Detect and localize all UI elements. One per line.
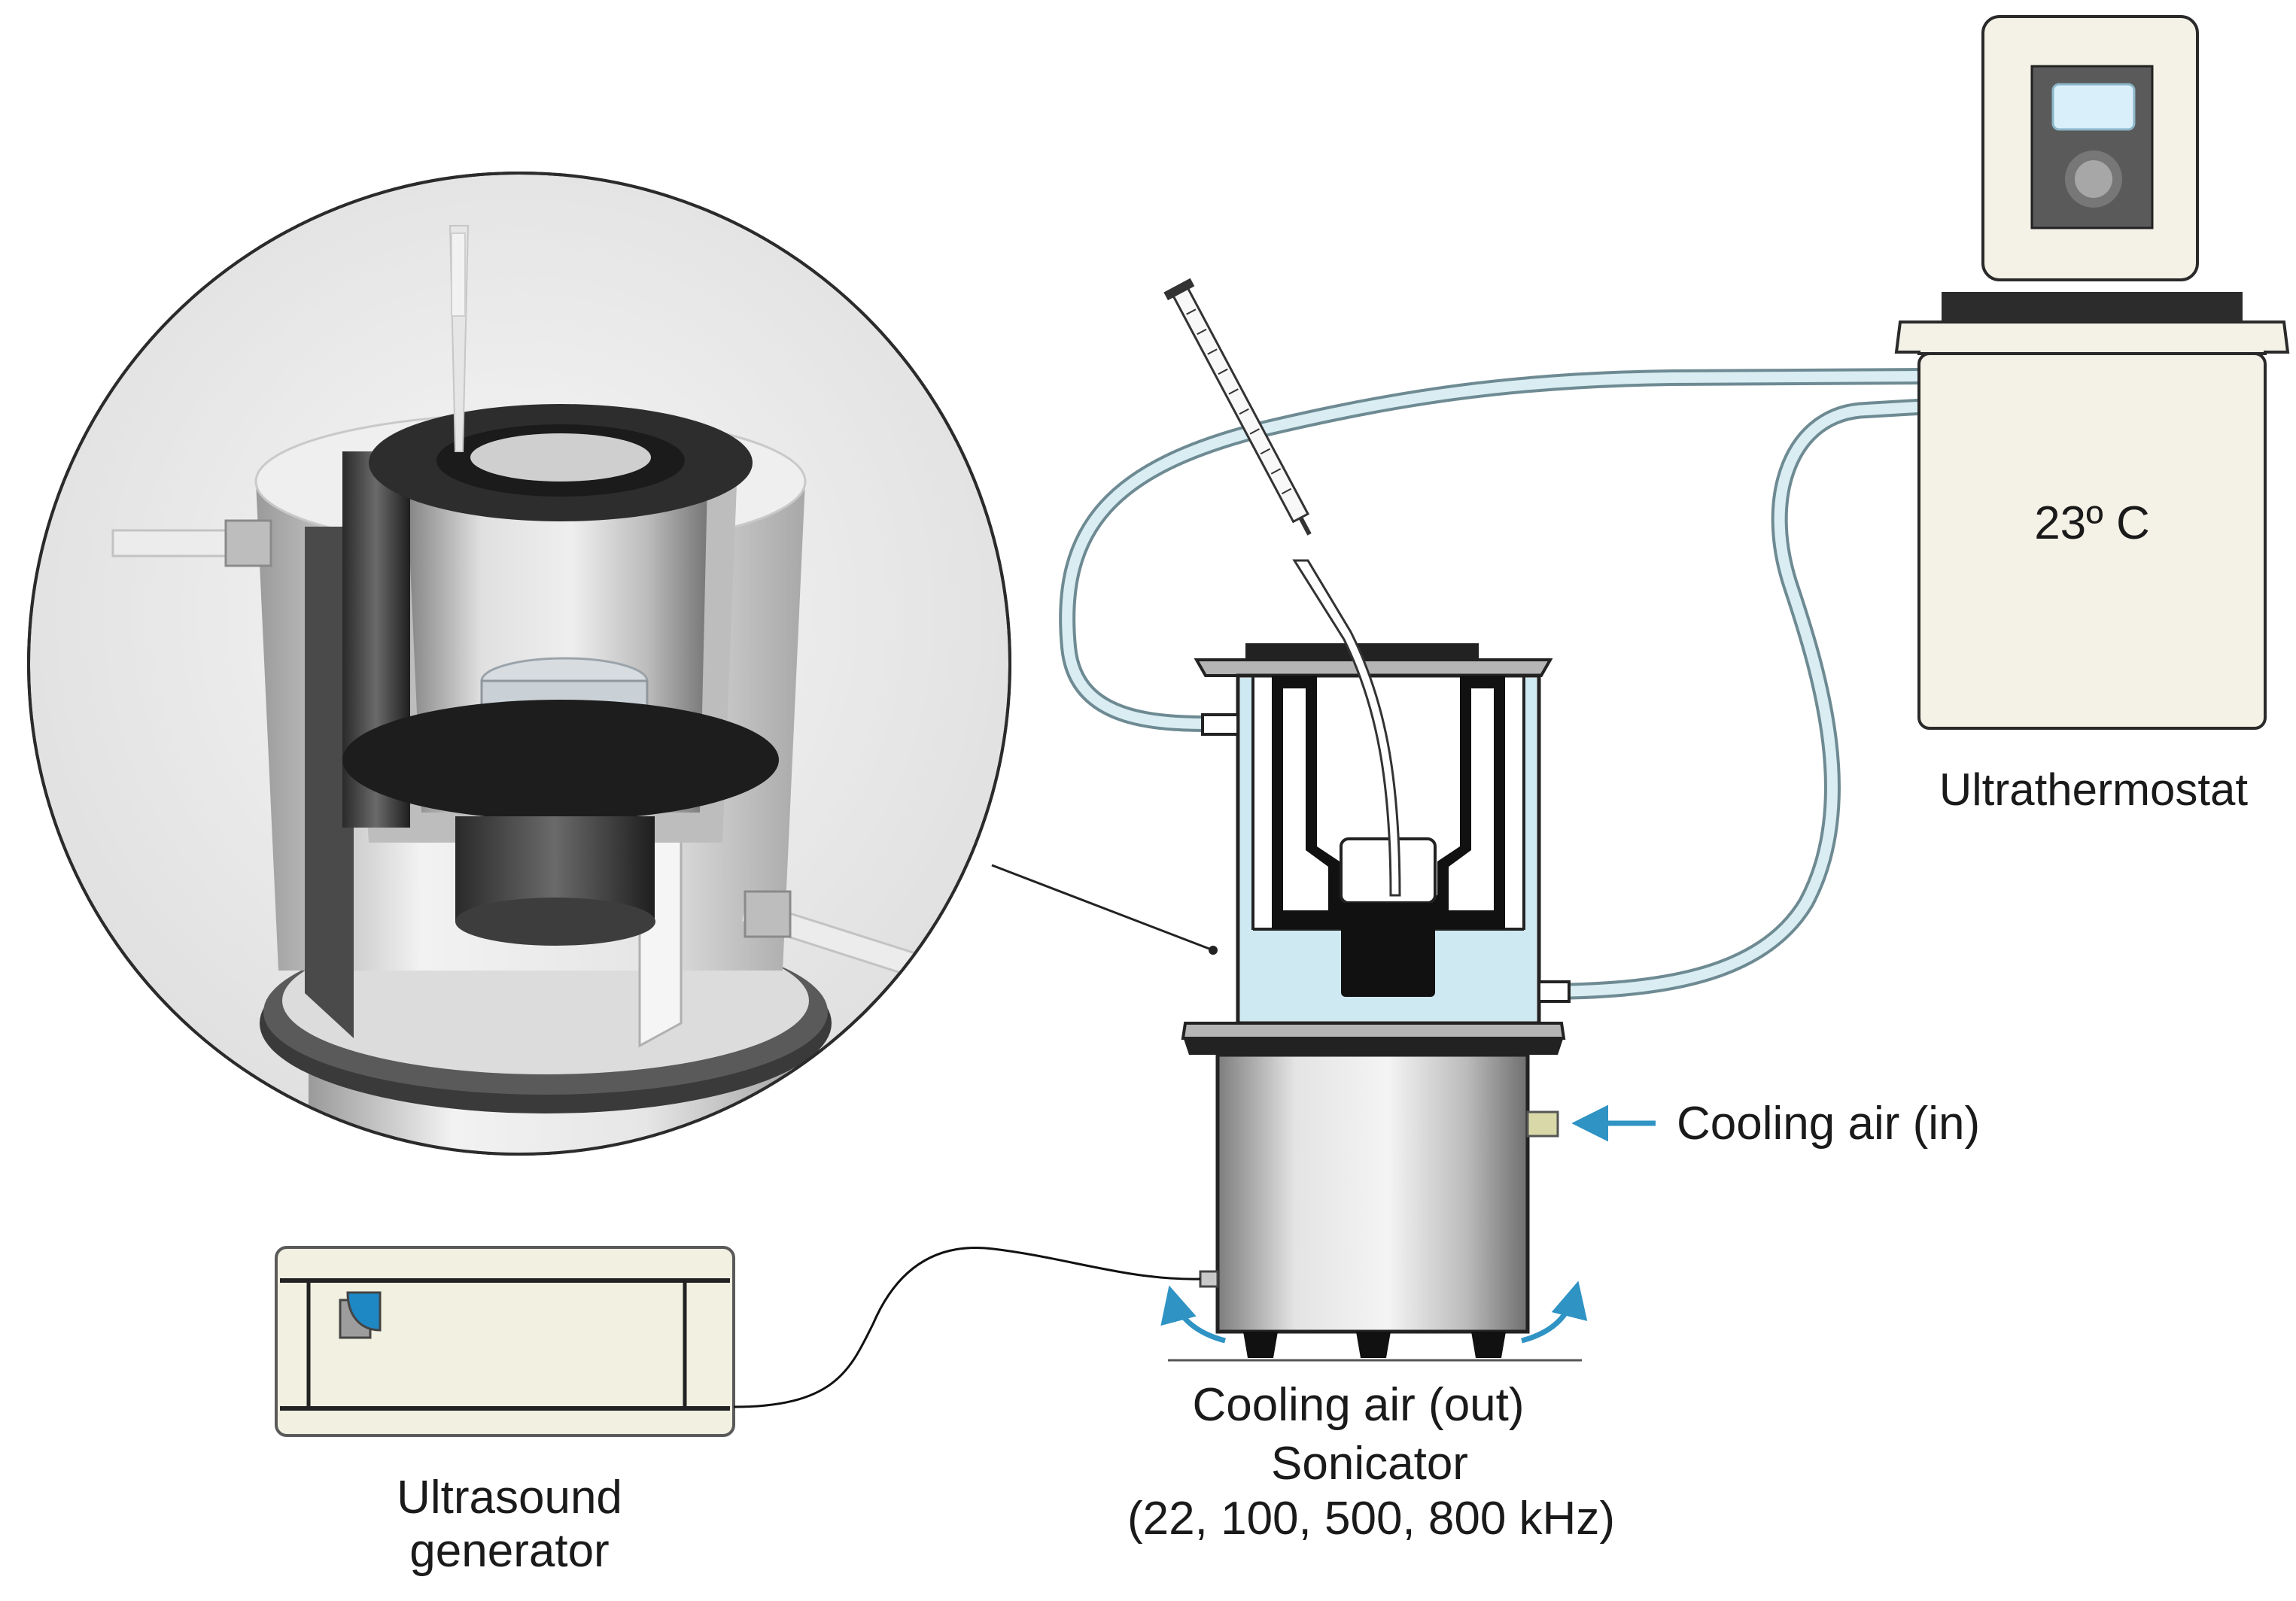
water-tubing <box>1059 368 1939 1000</box>
ultrasound-generator <box>275 1246 735 1437</box>
generator-cable <box>733 1247 1201 1408</box>
cooling-air-out-arrow-right <box>1521 1280 1588 1344</box>
cooling-air-arrows <box>1160 1104 1656 1344</box>
magnified-cutaway-view <box>27 172 1011 1156</box>
cooling-air-in-label: Cooling air (in) <box>1677 1098 1981 1150</box>
cooling-air-out-label: Cooling air (out) <box>1192 1379 1525 1431</box>
frequency-label: (22, 100, 500, 800 kHz) <box>1127 1493 1615 1545</box>
sonicator <box>1168 559 1582 1362</box>
leader-dot <box>1209 946 1218 955</box>
ultrathermostat <box>1894 15 2290 730</box>
sonicator-label: Sonicator <box>1271 1438 1468 1490</box>
temperature-label: 23º C <box>2034 497 2150 549</box>
generator-label-line1: Ultrasound <box>397 1472 622 1524</box>
cooling-air-out-arrow-left <box>1160 1285 1226 1344</box>
generator-label-line2: generator <box>409 1525 610 1577</box>
syringe <box>1163 278 1312 536</box>
ultrathermostat-label: Ultrathermostat <box>1939 764 2249 815</box>
leader-line <box>991 864 1214 952</box>
